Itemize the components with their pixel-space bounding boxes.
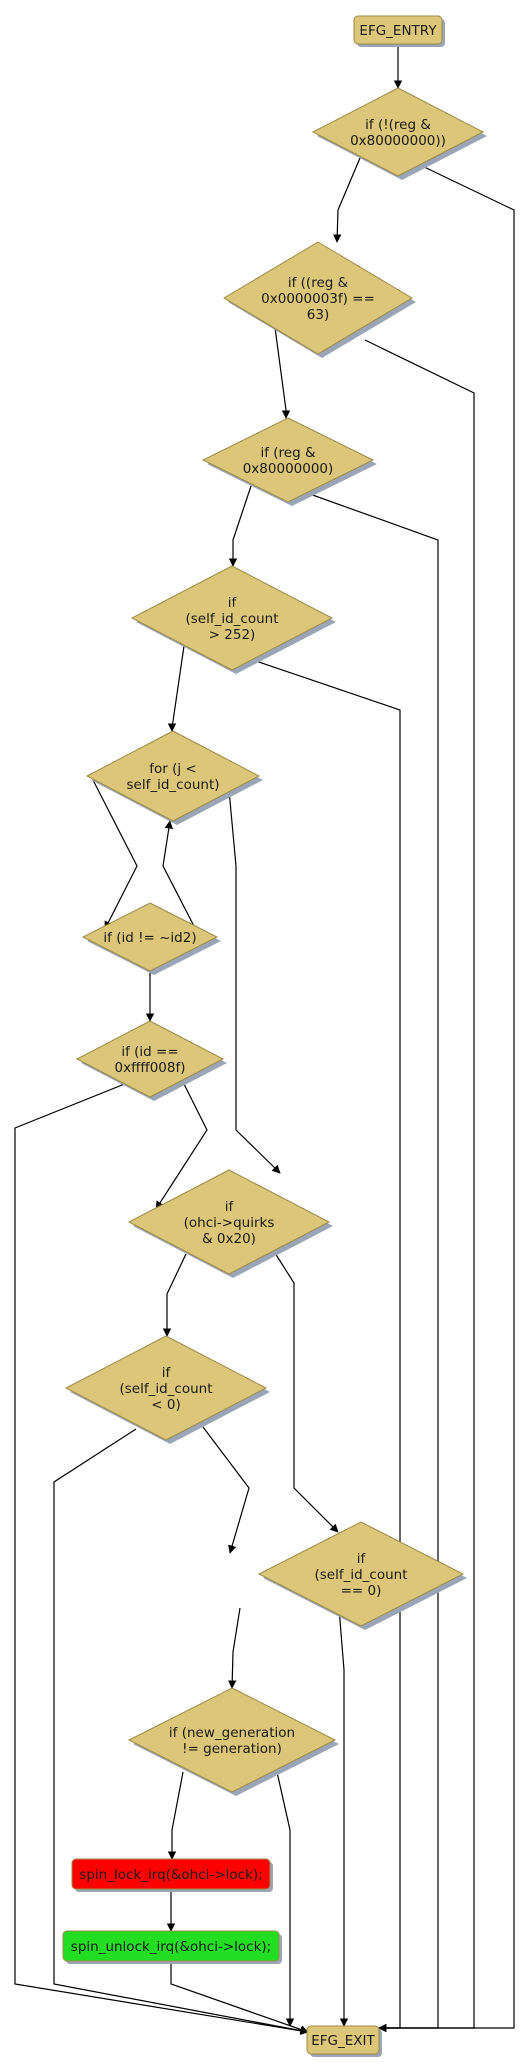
- decision-diamond: [81, 902, 219, 972]
- edge-23: [276, 1771, 295, 2027]
- node-entry: EFG_ENTRY: [353, 15, 445, 47]
- edges: [14, 44, 515, 2035]
- edge-20: [228, 1607, 241, 1689]
- block-rect: [353, 15, 443, 45]
- decision-diamond: [257, 1521, 465, 1627]
- node-d5: for (j <self_id_count): [85, 730, 263, 825]
- edge-12: [228, 789, 281, 1174]
- node-label: > 252): [209, 627, 256, 643]
- node-label: < 0): [151, 1397, 180, 1413]
- node-label: if (reg &: [260, 445, 315, 461]
- edge-15: [155, 1071, 208, 1210]
- decision-diamond: [223, 241, 413, 355]
- node-d8: if(ohci->quirks& 0x20): [127, 1169, 333, 1278]
- node-label: if (new_generation: [169, 1725, 295, 1741]
- node-d3: if (reg &0x80000000): [201, 417, 377, 506]
- node-d2: if ((reg &0x0000003f) ==63): [223, 241, 416, 358]
- edge-14: [14, 1080, 309, 2035]
- node-label: if (id != ~id2): [103, 930, 196, 946]
- node-label: for (j <: [149, 761, 196, 777]
- node-d1: if (!(reg &0x80000000)): [311, 87, 487, 180]
- decision-diamond: [127, 1687, 337, 1793]
- node-d10: if(self_id_count== 0): [257, 1521, 467, 1630]
- block-rect: [71, 1858, 271, 1890]
- edge-5: [364, 339, 475, 2033]
- node-label: if: [228, 595, 238, 611]
- node-label: spin_unlock_irq(&ohci->lock);: [71, 1939, 271, 1955]
- node-label: 0xffff008f): [115, 1060, 186, 1076]
- node-d6: if (id != ~id2): [81, 902, 221, 975]
- decision-diamond: [85, 730, 261, 822]
- node-label: (self_id_count: [119, 1381, 212, 1397]
- decision-diamond: [311, 87, 485, 177]
- node-d9: if(self_id_count< 0): [64, 1335, 270, 1444]
- node-label: (ohci->quirks: [184, 1215, 275, 1231]
- edge-7: [306, 492, 439, 2033]
- node-label: == 0): [341, 1583, 382, 1599]
- block-rect: [62, 1930, 280, 1962]
- edge-21: [338, 1607, 349, 2027]
- node-label: self_id_count): [126, 777, 219, 793]
- decision-diamond: [75, 1020, 225, 1098]
- decision-diamond: [130, 565, 334, 671]
- node-label: if: [162, 1365, 172, 1381]
- node-label: (self_id_count: [185, 611, 278, 627]
- edge-8: [167, 645, 185, 732]
- node-unlock: spin_unlock_irq(&ohci->lock);: [62, 1930, 282, 1964]
- edge-2: [333, 157, 361, 243]
- edge-22: [167, 1771, 184, 1860]
- node-d11: if (new_generation!= generation): [127, 1687, 339, 1796]
- node-label: if ((reg &: [288, 275, 349, 291]
- node-label: spin_lock_irq(&ohci->lock);: [79, 1867, 262, 1883]
- decision-diamond: [127, 1169, 331, 1275]
- node-label: if (id ==: [121, 1044, 178, 1060]
- edge-9: [249, 658, 401, 2033]
- node-label: 0x80000000)): [350, 133, 446, 149]
- edge-19: [202, 1426, 250, 1554]
- node-label: != generation): [182, 1741, 282, 1757]
- node-label: 0x0000003f) ==: [261, 291, 375, 307]
- node-label: if: [225, 1199, 235, 1215]
- node-label: 0x80000000): [243, 461, 334, 477]
- edge-11: [162, 820, 197, 931]
- edge-18: [53, 1428, 309, 2035]
- edge-6: [228, 485, 252, 567]
- edge-4: [273, 319, 291, 419]
- edge-10: [92, 779, 138, 930]
- node-label: (self_id_count: [314, 1567, 407, 1583]
- edge-17: [274, 1252, 339, 1533]
- node-label: if (!(reg &: [365, 117, 431, 133]
- node-d7: if (id ==0xffff008f): [75, 1020, 227, 1101]
- edge-3: [378, 164, 515, 2033]
- node-label: 63): [307, 307, 329, 323]
- node-exit: EFG_EXIT: [306, 2025, 382, 2057]
- node-label: & 0x20): [202, 1231, 256, 1247]
- node-label: EFG_EXIT: [311, 2033, 375, 2049]
- node-d4: if(self_id_count> 252): [130, 565, 336, 674]
- edge-16: [162, 1253, 187, 1337]
- decision-diamond: [201, 417, 375, 503]
- block-rect: [306, 2025, 380, 2055]
- node-lock: spin_lock_irq(&ohci->lock);: [71, 1858, 273, 1892]
- decision-diamond: [64, 1335, 268, 1441]
- node-label: if: [357, 1551, 367, 1567]
- edge-25: [170, 1961, 309, 2034]
- node-label: EFG_ENTRY: [359, 23, 437, 39]
